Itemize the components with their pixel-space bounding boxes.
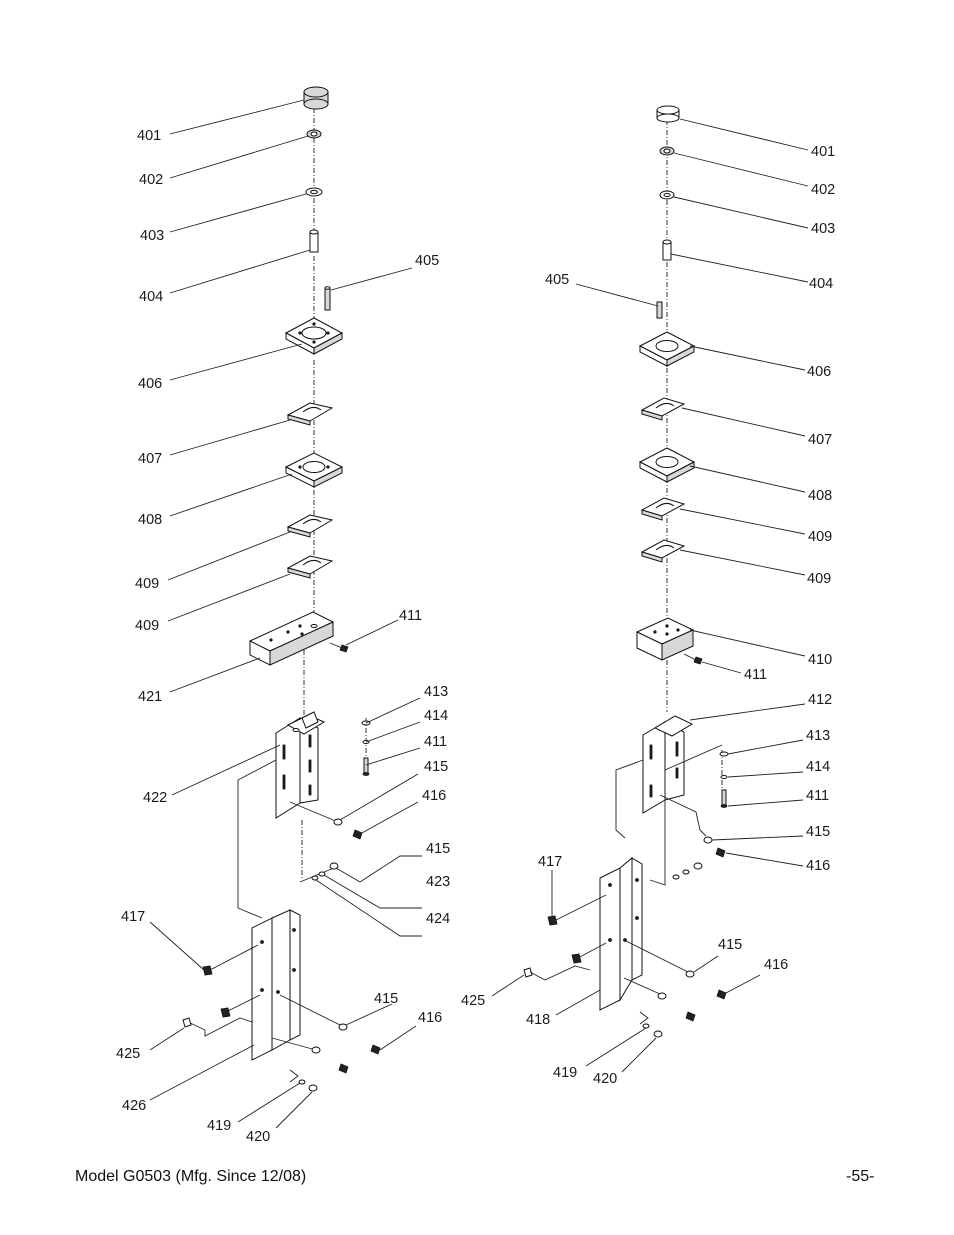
callout-415: 415 xyxy=(806,824,830,840)
part-415-416-right-upper xyxy=(672,836,726,880)
part-415-416-fasteners-lower xyxy=(271,994,381,1074)
part-413-414-411-stack xyxy=(361,718,371,776)
part-426-bracket xyxy=(251,909,301,1061)
callout-401: 401 xyxy=(137,128,161,144)
callout-407: 407 xyxy=(138,451,162,467)
part-415-416-right-lower xyxy=(623,939,727,1022)
callout-418: 418 xyxy=(526,1012,550,1028)
callout-408: 408 xyxy=(808,488,832,504)
callout-406: 406 xyxy=(807,364,831,380)
callout-413: 413 xyxy=(806,728,830,744)
callout-409: 409 xyxy=(135,576,159,592)
part-417-bolt xyxy=(202,944,259,976)
part-409-c-washer-right-b xyxy=(640,539,686,563)
part-401-knob-right xyxy=(656,105,680,123)
callout-415: 415 xyxy=(374,991,398,1007)
callout-410: 410 xyxy=(808,652,832,668)
part-404-stud-right xyxy=(662,239,672,261)
part-402-nut-right xyxy=(659,146,675,156)
callout-402: 402 xyxy=(811,182,835,198)
part-405-screw xyxy=(324,286,331,311)
callout-422: 422 xyxy=(143,790,167,806)
callout-420: 420 xyxy=(246,1129,270,1145)
callout-411: 411 xyxy=(744,667,767,683)
part-402-nut xyxy=(306,129,322,139)
callout-426: 426 xyxy=(122,1098,146,1114)
callout-420: 420 xyxy=(593,1071,617,1087)
part-418-bracket xyxy=(599,856,643,1011)
callout-421: 421 xyxy=(138,689,162,705)
part-406-plate-right xyxy=(638,331,696,367)
part-415-416-fasteners-upper xyxy=(289,801,363,883)
part-411-screw-right xyxy=(683,653,703,665)
callout-409: 409 xyxy=(807,571,831,587)
callout-408: 408 xyxy=(138,512,162,528)
callout-414: 414 xyxy=(424,708,448,724)
part-407-c-washer xyxy=(286,402,334,426)
part-409-c-washer-a xyxy=(286,514,334,538)
callout-407: 407 xyxy=(808,432,832,448)
callout-409: 409 xyxy=(135,618,159,634)
callout-404: 404 xyxy=(139,289,163,305)
callout-417: 417 xyxy=(121,909,145,925)
callout-416: 416 xyxy=(418,1010,442,1026)
part-405-screw-right xyxy=(656,301,663,319)
callout-416: 416 xyxy=(422,788,446,804)
part-408-plate-right xyxy=(638,447,696,483)
callout-411: 411 xyxy=(399,608,422,624)
part-403-washer-right xyxy=(659,190,675,200)
part-411-screw xyxy=(329,642,349,653)
callout-419: 419 xyxy=(207,1118,231,1134)
left-assembly: 401 402 403 404 405 406 407 408 409 409 … xyxy=(116,86,450,1145)
part-422-bracket xyxy=(275,711,326,819)
part-407-c-washer-right xyxy=(640,397,686,421)
callout-403: 403 xyxy=(811,221,835,237)
part-409-c-washer-b xyxy=(286,555,334,579)
callout-413: 413 xyxy=(424,684,448,700)
part-404-stud xyxy=(309,229,319,253)
part-401-knob xyxy=(303,86,329,110)
right-assembly: 401 402 403 404 405 406 407 408 409 409 … xyxy=(461,105,835,1087)
part-413-414-411-stack-right xyxy=(719,751,729,808)
part-425-bolt-right xyxy=(523,942,607,981)
callout-417: 417 xyxy=(538,854,562,870)
callout-419: 419 xyxy=(553,1065,577,1081)
callout-416: 416 xyxy=(764,957,788,973)
callout-401: 401 xyxy=(811,144,835,160)
part-419-420-washers xyxy=(289,1069,318,1092)
part-419-420-washers-right xyxy=(639,1011,663,1038)
page-number: -55- xyxy=(846,1168,875,1185)
callout-423: 423 xyxy=(426,874,450,890)
callout-403: 403 xyxy=(140,228,164,244)
callout-416: 416 xyxy=(806,858,830,874)
part-425-bolt xyxy=(182,994,261,1037)
part-421-block xyxy=(248,611,335,666)
callout-405: 405 xyxy=(415,253,439,269)
part-406-plate xyxy=(284,317,344,355)
callout-425: 425 xyxy=(461,993,485,1009)
callout-412: 412 xyxy=(808,692,832,708)
footer-model-text: Model G0503 (Mfg. Since 12/08) xyxy=(75,1168,307,1185)
callout-404: 404 xyxy=(809,276,833,292)
callout-425: 425 xyxy=(116,1046,140,1062)
callout-424: 424 xyxy=(426,911,450,927)
callout-411: 411 xyxy=(806,788,829,804)
callout-409: 409 xyxy=(808,529,832,545)
part-409-c-washer-right-a xyxy=(640,497,686,521)
callout-415: 415 xyxy=(718,937,742,953)
callout-415: 415 xyxy=(424,759,448,775)
callout-415: 415 xyxy=(426,841,450,857)
callout-411: 411 xyxy=(424,734,447,750)
callout-402: 402 xyxy=(139,172,163,188)
part-410-block xyxy=(635,617,695,661)
callout-414: 414 xyxy=(806,759,830,775)
callout-405: 405 xyxy=(545,272,569,288)
part-412-bracket xyxy=(642,715,694,814)
part-417-bolt-right xyxy=(547,870,607,926)
callout-406: 406 xyxy=(138,376,162,392)
part-408-plate xyxy=(284,452,344,488)
part-403-washer xyxy=(305,187,323,197)
